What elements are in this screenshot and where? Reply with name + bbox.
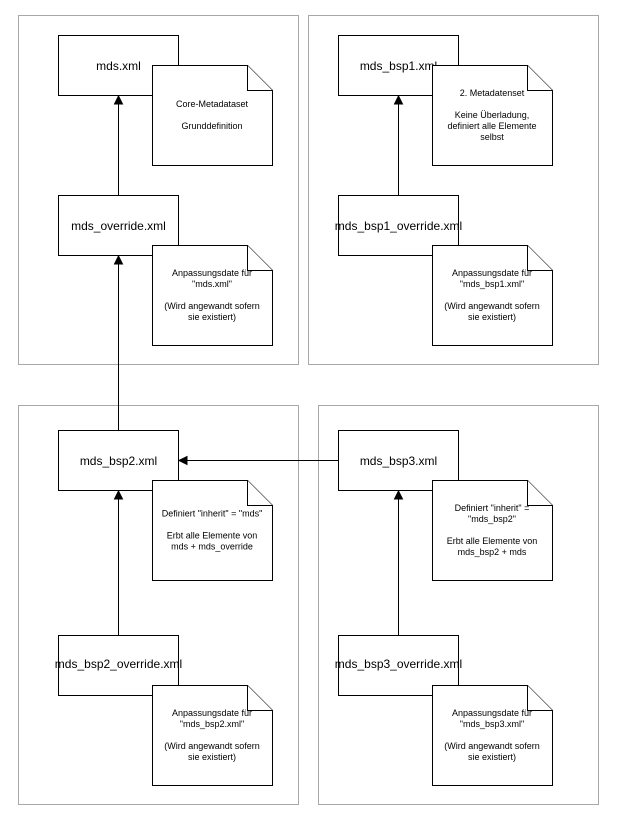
note-line [211, 110, 214, 120]
note-line: Core-Metadataset [176, 99, 249, 109]
note-override-bsp3-text: Anpassungsdate für"mds_bsp3.xml" (Wird a… [444, 708, 540, 762]
note-line: Anpassungsdate für [452, 708, 532, 718]
note-line: "mds_bsp3.xml" [460, 719, 524, 729]
box-mds-bsp3-label: mds_bsp3.xml [360, 454, 437, 468]
note-line [491, 730, 494, 740]
box-mds-bsp1-label: mds_bsp1.xml [360, 59, 437, 73]
box-mds-bsp1-override-label: mds_bsp1_override.xml [335, 219, 462, 233]
note-line: Grunddefinition [181, 121, 242, 131]
note-line [491, 525, 494, 535]
note-line [491, 290, 494, 300]
note-line: (Wird angewandt sofern [444, 301, 540, 311]
note-line: "mds.xml" [192, 279, 232, 289]
note-override-bsp3: Anpassungsdate für"mds_bsp3.xml" (Wird a… [432, 685, 553, 786]
note-line [211, 520, 214, 530]
note-line: sie existiert) [468, 752, 516, 762]
note-line: sie existiert) [188, 312, 236, 322]
note-line: Anpassungsdate für [452, 268, 532, 278]
note-line: Definiert "inherit" = [455, 503, 530, 513]
note-line: "mds_bsp2.xml" [180, 719, 244, 729]
note-override-bsp1: Anpassungsdate für"mds_bsp1.xml" (Wird a… [432, 245, 553, 346]
note-bsp2: Definiert "inherit" = "mds" Erbt alle El… [152, 480, 273, 581]
note-line: "mds_bsp2" [468, 514, 516, 524]
box-mds-override-label: mds_override.xml [71, 219, 166, 233]
note-line [491, 99, 494, 109]
box-mds-bsp3[interactable]: mds_bsp3.xml [338, 430, 459, 491]
note-override-mds: Anpassungsdate für"mds.xml" (Wird angewa… [152, 245, 273, 346]
note-core-text: Core-Metadataset Grunddefinition [176, 99, 249, 131]
arrowhead-bsp3-bsp2 [177, 455, 188, 466]
note-override-bsp1-text: Anpassungsdate für"mds_bsp1.xml" (Wird a… [444, 268, 540, 322]
note-line: Definiert "inherit" = "mds" [162, 509, 263, 519]
note-line: sie existiert) [188, 752, 236, 762]
note-line: Anpassungsdate für [172, 268, 252, 278]
note-line: mds + mds_override [171, 542, 253, 552]
arrowhead-bsp2 [113, 489, 124, 500]
note-bsp3-text: Definiert "inherit" ="mds_bsp2" Erbt all… [447, 503, 538, 557]
note-line: 2. Metadatenset [460, 88, 525, 98]
box-mds-bsp3-override-label: mds_bsp3_override.xml [335, 657, 462, 671]
note-core: Core-Metadataset Grunddefinition [152, 65, 273, 166]
note-line: (Wird angewandt sofern [164, 741, 260, 751]
note-line: Erbt alle Elemente von [447, 536, 538, 546]
note-override-bsp2: Anpassungsdate für"mds_bsp2.xml" (Wird a… [152, 685, 273, 786]
arrowhead-bsp3 [393, 489, 404, 500]
arrowhead-bsp1 [393, 94, 404, 105]
note-line: (Wird angewandt sofern [164, 301, 260, 311]
note-line: sie existiert) [468, 312, 516, 322]
note-line: (Wird angewandt sofern [444, 741, 540, 751]
note-line: Keine Überladung, [455, 110, 530, 120]
note-line: "mds_bsp1.xml" [460, 279, 524, 289]
box-mds-label: mds.xml [96, 59, 141, 73]
note-line: mds_bsp2 + mds [458, 547, 527, 557]
note-line: Anpassungsdate für [172, 708, 252, 718]
note-override-bsp2-text: Anpassungsdate für"mds_bsp2.xml" (Wird a… [164, 708, 260, 762]
note-line [211, 290, 214, 300]
box-mds-bsp2-override-label: mds_bsp2_override.xml [55, 657, 182, 671]
arrowhead-mds [113, 94, 124, 105]
note-line: selbst [480, 132, 504, 142]
note-line: definiert alle Elemente [447, 121, 536, 131]
note-override-mds-text: Anpassungsdate für"mds.xml" (Wird angewa… [164, 268, 260, 322]
note-line: Erbt alle Elemente von [167, 531, 258, 541]
arrowhead-override [113, 254, 124, 265]
note-line [211, 730, 214, 740]
box-mds-bsp2-label: mds_bsp2.xml [80, 454, 157, 468]
note-bsp2-text: Definiert "inherit" = "mds" Erbt alle El… [162, 509, 263, 552]
note-bsp3: Definiert "inherit" ="mds_bsp2" Erbt all… [432, 480, 553, 581]
note-bsp1-text: 2. Metadatenset Keine Überladung,definie… [447, 88, 536, 142]
note-bsp1: 2. Metadatenset Keine Überladung,definie… [432, 65, 553, 166]
